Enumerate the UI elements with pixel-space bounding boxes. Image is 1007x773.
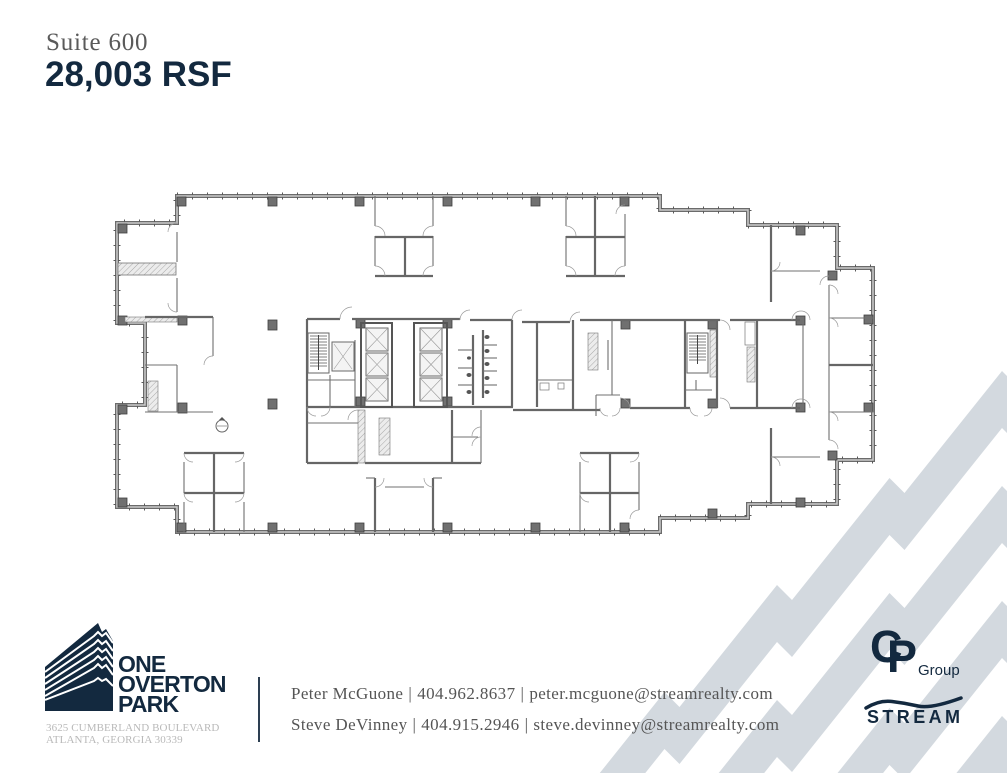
address-line-2: ATLANTA, GEORGIA 30339 <box>46 733 183 746</box>
building-stripes-icon <box>45 623 113 711</box>
restroom-icon <box>458 320 514 407</box>
building-core <box>305 317 800 465</box>
contact-row: Peter McGuone|404.962.8637|peter.mcguone… <box>291 678 779 709</box>
contact-name: Steve DeVinney <box>291 715 408 734</box>
address-line-1: 3625 CUMBERLAND BOULEVARD <box>46 721 220 734</box>
cp-mark-c: C <box>870 621 903 672</box>
separator: | <box>524 715 529 734</box>
north-marker-icon <box>215 417 229 433</box>
property-name-line: ONE <box>118 650 166 677</box>
property-name-line: PARK <box>118 690 179 717</box>
stair-icon <box>686 329 718 378</box>
stripe-band <box>718 486 1007 773</box>
property-address: 3625 CUMBERLAND BOULEVARD ATLANTA, GEORG… <box>46 722 219 746</box>
separator: | <box>520 684 525 703</box>
stripe-band <box>837 601 1007 773</box>
stair-icon <box>307 332 330 374</box>
suite-label: Suite 600 <box>46 29 149 56</box>
contact-phone[interactable]: 404.962.8637 <box>417 684 516 703</box>
cp-group-wordmark: Group <box>918 662 960 679</box>
contact-name: Peter McGuone <box>291 684 404 703</box>
elevator-bank <box>413 322 448 408</box>
separator: | <box>412 715 417 734</box>
property-name: ONE OVERTON PARK <box>118 650 227 717</box>
elevator-bank <box>360 322 393 408</box>
door-swing-icon <box>167 204 839 520</box>
column-icon <box>117 196 874 533</box>
contact-list: Peter McGuone|404.962.8637|peter.mcguone… <box>291 678 779 740</box>
stripe-band <box>599 371 1007 773</box>
rentable-area: 28,003 RSF <box>45 55 232 94</box>
exterior-wall <box>113 192 877 536</box>
cp-mark-p: P <box>887 631 918 682</box>
contact-email[interactable]: peter.mcguone@streamrealty.com <box>529 684 773 703</box>
contact-email[interactable]: steve.devinney@streamrealty.com <box>533 715 780 734</box>
stripe-band <box>956 716 1007 773</box>
contact-row: Steve DeVinney|404.915.2946|steve.devinn… <box>291 709 779 740</box>
elevator-icon <box>331 341 355 372</box>
footer-divider <box>258 677 260 742</box>
stream-wordmark: STREAM <box>867 706 964 727</box>
separator: | <box>408 684 413 703</box>
contact-phone[interactable]: 404.915.2946 <box>421 715 520 734</box>
property-name-line: OVERTON <box>118 670 227 697</box>
